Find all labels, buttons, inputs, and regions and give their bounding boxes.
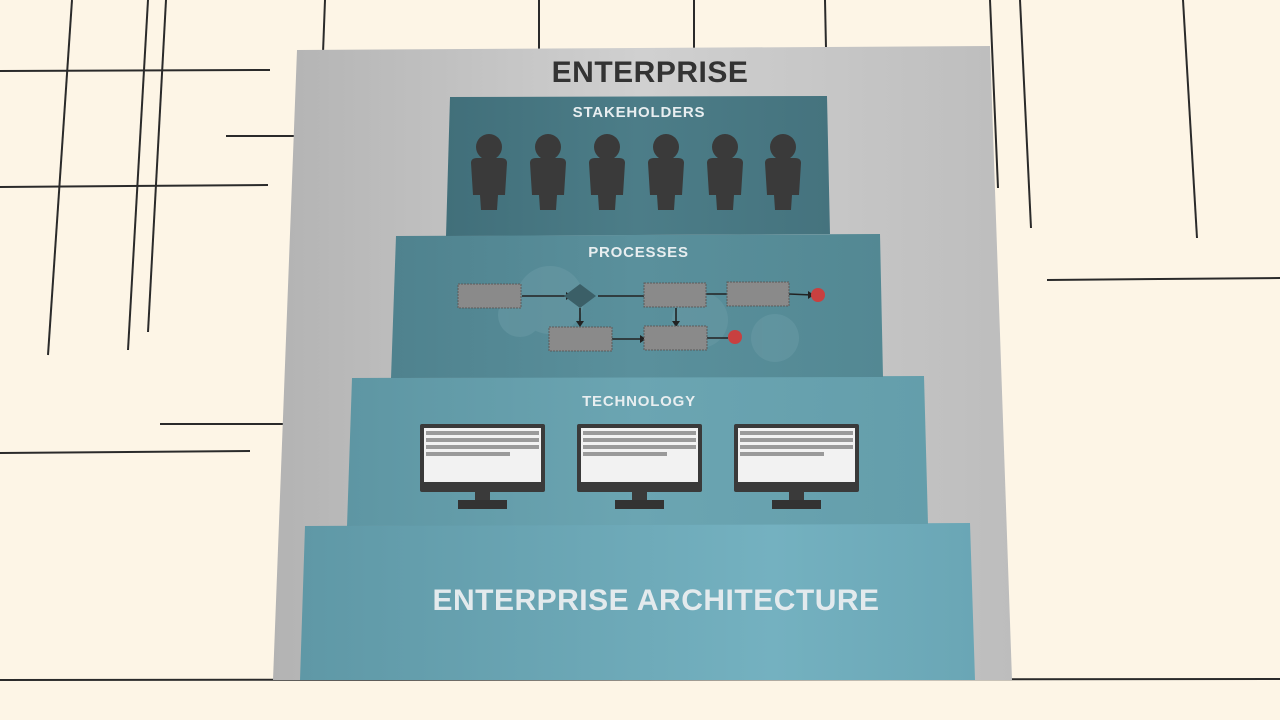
end-node [811,288,825,302]
process-flowchart [457,266,825,362]
technology-label: TECHNOLOGY [582,393,696,410]
person-icon [471,134,507,210]
person-icon [589,134,625,210]
monitor-icon [734,424,859,509]
person-icon [765,134,801,210]
end-node [728,330,742,344]
enterprise-title: ENTERPRISE [551,56,749,89]
process-step-box [643,325,708,351]
process-step-box [726,281,790,307]
person-icon [530,134,566,210]
process-step-box [548,326,613,352]
tier-enterprise-architecture [300,523,975,680]
process-step-box [643,282,707,308]
enterprise-architecture-label: ENTERPRISE ARCHITECTURE [432,584,880,617]
technology-monitors [420,424,859,509]
person-icon [707,134,743,210]
stakeholders-label: STAKEHOLDERS [572,104,706,121]
stakeholder-icons [471,134,801,210]
processes-label: PROCESSES [588,244,689,261]
person-icon [648,134,684,210]
monitor-icon [420,424,545,509]
process-step-box [457,283,522,309]
decision-diamond [564,284,596,308]
monitor-icon [577,424,702,509]
